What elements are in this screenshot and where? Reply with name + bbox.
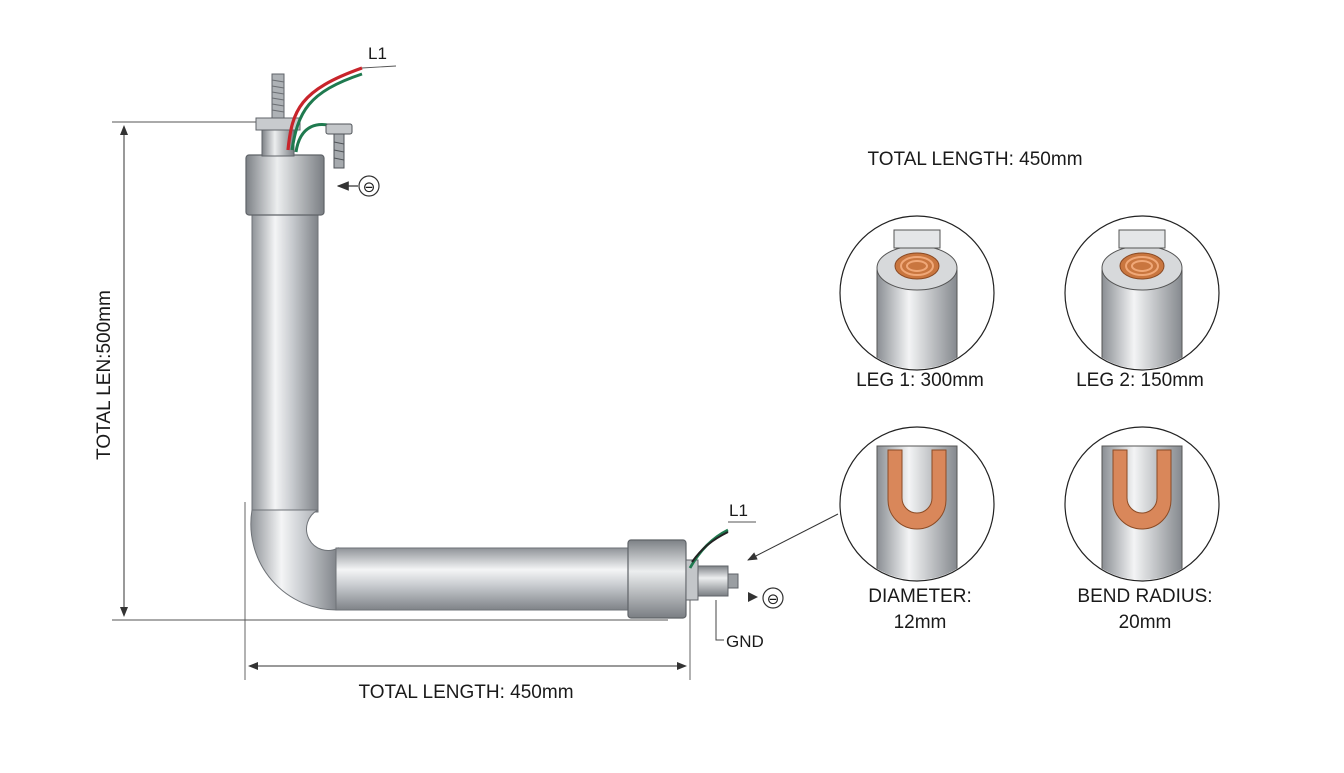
- detail-callout-arrow: [747, 513, 839, 561]
- side-dimension-label: TOTAL LEN:500mm: [94, 290, 115, 460]
- end-terminal-fitting: L1 GND ⊖: [627, 501, 839, 651]
- leg2-label: LEG 2: 150mm: [1076, 370, 1204, 391]
- gnd-leader: [715, 600, 724, 641]
- diameter-label-line1: DIAMETER:: [868, 586, 971, 607]
- end-black-wire: [691, 531, 729, 563]
- vertical-leg: [251, 211, 319, 513]
- end-stud: [727, 573, 739, 589]
- detail-header: TOTAL LENGTH: 450mm: [867, 149, 1082, 170]
- top-ground-glyph: ⊖: [363, 179, 376, 196]
- ground-screw-head: [325, 123, 353, 135]
- horizontal-leg: [335, 547, 633, 611]
- thread-marks: [271, 79, 285, 113]
- detail-leg2: LEG 2: 150mm: [1064, 215, 1220, 391]
- bend-radius-label-line1: BEND RADIUS:: [1077, 586, 1212, 607]
- detail-diameter: DIAMETER: 12mm: [839, 426, 995, 633]
- detail-leg1: LEG 1: 300mm: [839, 215, 995, 391]
- end-ground-symbol: [762, 587, 784, 609]
- bottom-dimension-label: TOTAL LENGTH: 450mm: [358, 682, 573, 703]
- top-ground-symbol: [358, 175, 380, 197]
- top-threaded-stud: [271, 73, 285, 119]
- tube-bend: [250, 509, 339, 611]
- diameter-label-line2: 12mm: [894, 612, 947, 633]
- top-terminal-fitting: L1 ⊖: [245, 44, 397, 216]
- top-l1-leader: [361, 65, 397, 69]
- end-wire-label: L1: [729, 501, 748, 520]
- end-ground-arrow: [748, 592, 758, 602]
- green-wire: [290, 72, 363, 151]
- end-hex-nut: [697, 565, 729, 597]
- top-fitting-body: [245, 154, 325, 216]
- end-fitting-body: [627, 539, 687, 619]
- detail-bend-radius: BEND RADIUS: 20mm: [1064, 426, 1220, 633]
- top-wire-label: L1: [368, 44, 387, 63]
- end-ground-glyph: ⊖: [767, 591, 780, 608]
- bend-radius-label-line2: 20mm: [1119, 612, 1172, 633]
- ground-label: GND: [726, 632, 764, 651]
- heater-tube: [250, 211, 633, 611]
- leg1-label: LEG 1: 300mm: [856, 370, 984, 391]
- horizontal-dimension: TOTAL LENGTH: 450mm: [244, 502, 691, 703]
- vertical-dimension: TOTAL LEN:500mm: [94, 121, 668, 621]
- red-wire: [286, 66, 363, 151]
